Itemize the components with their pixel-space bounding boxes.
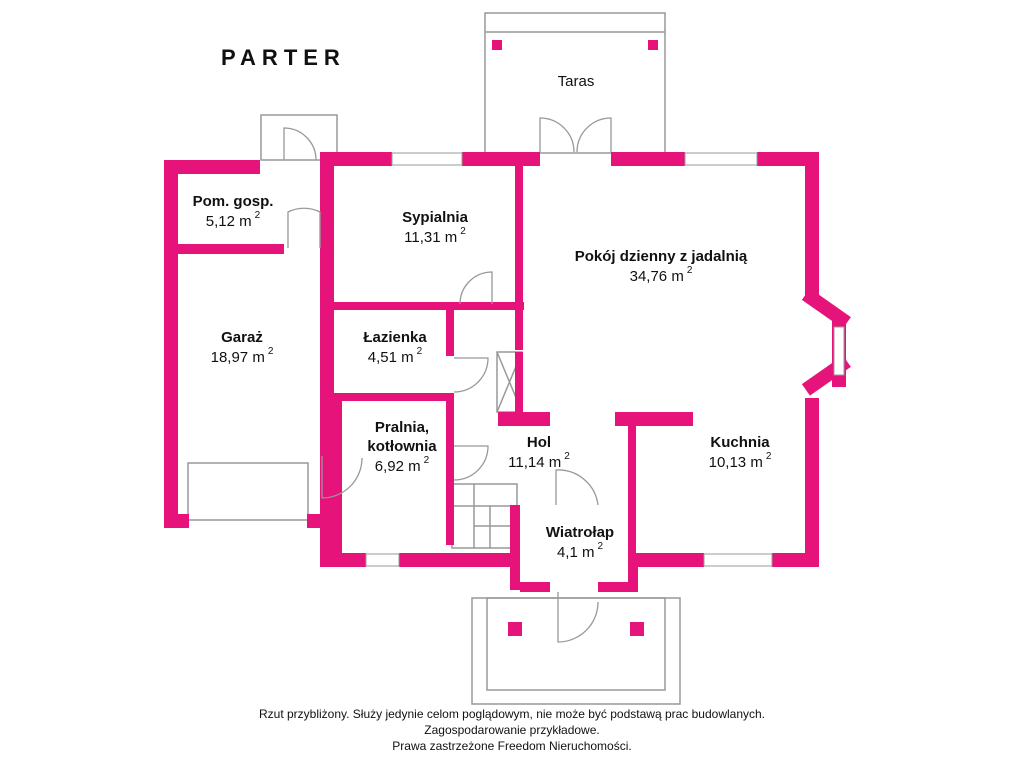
door-swing bbox=[321, 456, 363, 499]
door-swing bbox=[283, 127, 317, 161]
terrace-label: Taras bbox=[557, 73, 595, 90]
door-swing bbox=[453, 445, 489, 481]
window bbox=[391, 152, 463, 166]
door-swing bbox=[557, 592, 599, 643]
disclaimer-line: Zagospodarowanie przykładowe. bbox=[424, 723, 600, 737]
window bbox=[684, 152, 758, 166]
disclaimer-line: Rzut przybliżony. Służy jedynie celom po… bbox=[258, 707, 766, 721]
floor-title: PARTER bbox=[221, 45, 346, 70]
window bbox=[703, 553, 773, 567]
terrace-outline bbox=[484, 12, 666, 154]
door-swing bbox=[453, 357, 489, 393]
window bbox=[365, 553, 400, 567]
disclaimer-line: Prawa zastrzeżone Freedom Nieruchomości. bbox=[392, 739, 632, 753]
garage-storage bbox=[187, 462, 309, 521]
door-swing bbox=[459, 271, 493, 305]
stairs bbox=[451, 483, 518, 549]
door-swing bbox=[539, 117, 575, 153]
porch-outline bbox=[471, 597, 681, 705]
door-swing bbox=[555, 469, 599, 506]
door-swing bbox=[287, 207, 321, 248]
window bbox=[833, 326, 845, 376]
door-swing bbox=[576, 117, 612, 153]
disclaimer-footer: Rzut przybliżony. Służy jedynie celom po… bbox=[0, 706, 1024, 754]
